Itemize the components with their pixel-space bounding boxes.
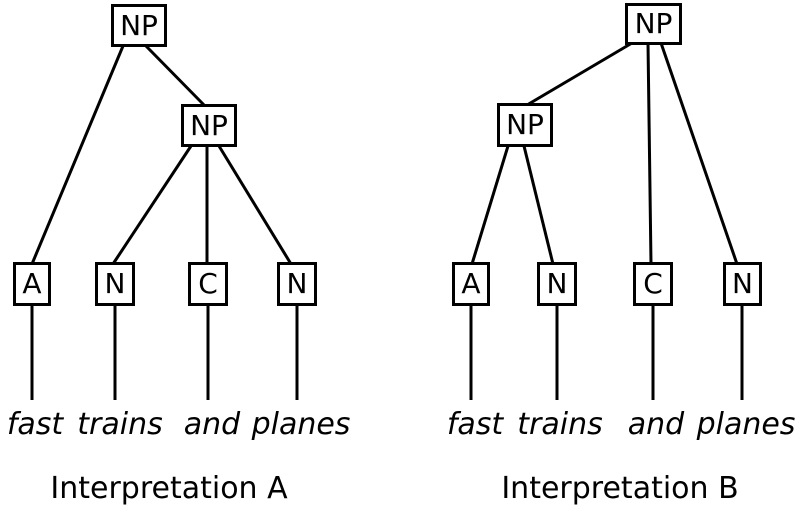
tree-a-edge-root-to-a: [30, 45, 125, 265]
tree-b-edge-innernp-to-n1: [522, 145, 555, 265]
tree-a-word-planes: planes: [251, 407, 351, 442]
tree-b-inner-np-node: NP: [497, 103, 553, 147]
tree-a-leaf-a: A: [13, 262, 51, 306]
tree-a-inner-np-node: NP: [181, 104, 237, 147]
tree-b-word-trains: trains: [517, 407, 603, 442]
tree-a-edge-root-to-innernp: [144, 44, 207, 108]
tree-a-leaf-c: C: [188, 262, 228, 306]
tree-a-word-and: and: [183, 407, 241, 442]
tree-b-word-planes: planes: [696, 407, 796, 442]
tree-b-edge-root-to-c: [646, 42, 653, 265]
tree-a-edge-innernp-to-n2: [217, 145, 293, 265]
tree-b-edge-innernp-to-a: [470, 145, 510, 265]
tree-b-caption: Interpretation B: [501, 471, 739, 506]
tree-a-leaf-n1: N: [95, 262, 135, 306]
tree-a-word-fast: fast: [6, 407, 64, 442]
tree-b-word-and: and: [627, 407, 685, 442]
tree-b-leaf-n1: N: [537, 262, 577, 306]
tree-a-root-node: NP: [111, 4, 167, 47]
tree-a-edge-innernp-to-n1: [111, 145, 193, 265]
tree-b-word-fast: fast: [446, 407, 504, 442]
tree-b-leaf-c: C: [633, 262, 673, 306]
tree-b-leaf-n2: N: [723, 262, 762, 306]
tree-b-edge-root-to-innernp: [526, 41, 633, 107]
tree-a-leaf-n2: N: [277, 262, 317, 306]
tree-b-root-node: NP: [625, 3, 682, 45]
tree-b-edge-root-to-n2: [659, 42, 739, 265]
tree-b-leaf-a: A: [452, 262, 490, 306]
tree-a-caption: Interpretation A: [50, 471, 288, 506]
tree-a-word-trains: trains: [77, 407, 163, 442]
